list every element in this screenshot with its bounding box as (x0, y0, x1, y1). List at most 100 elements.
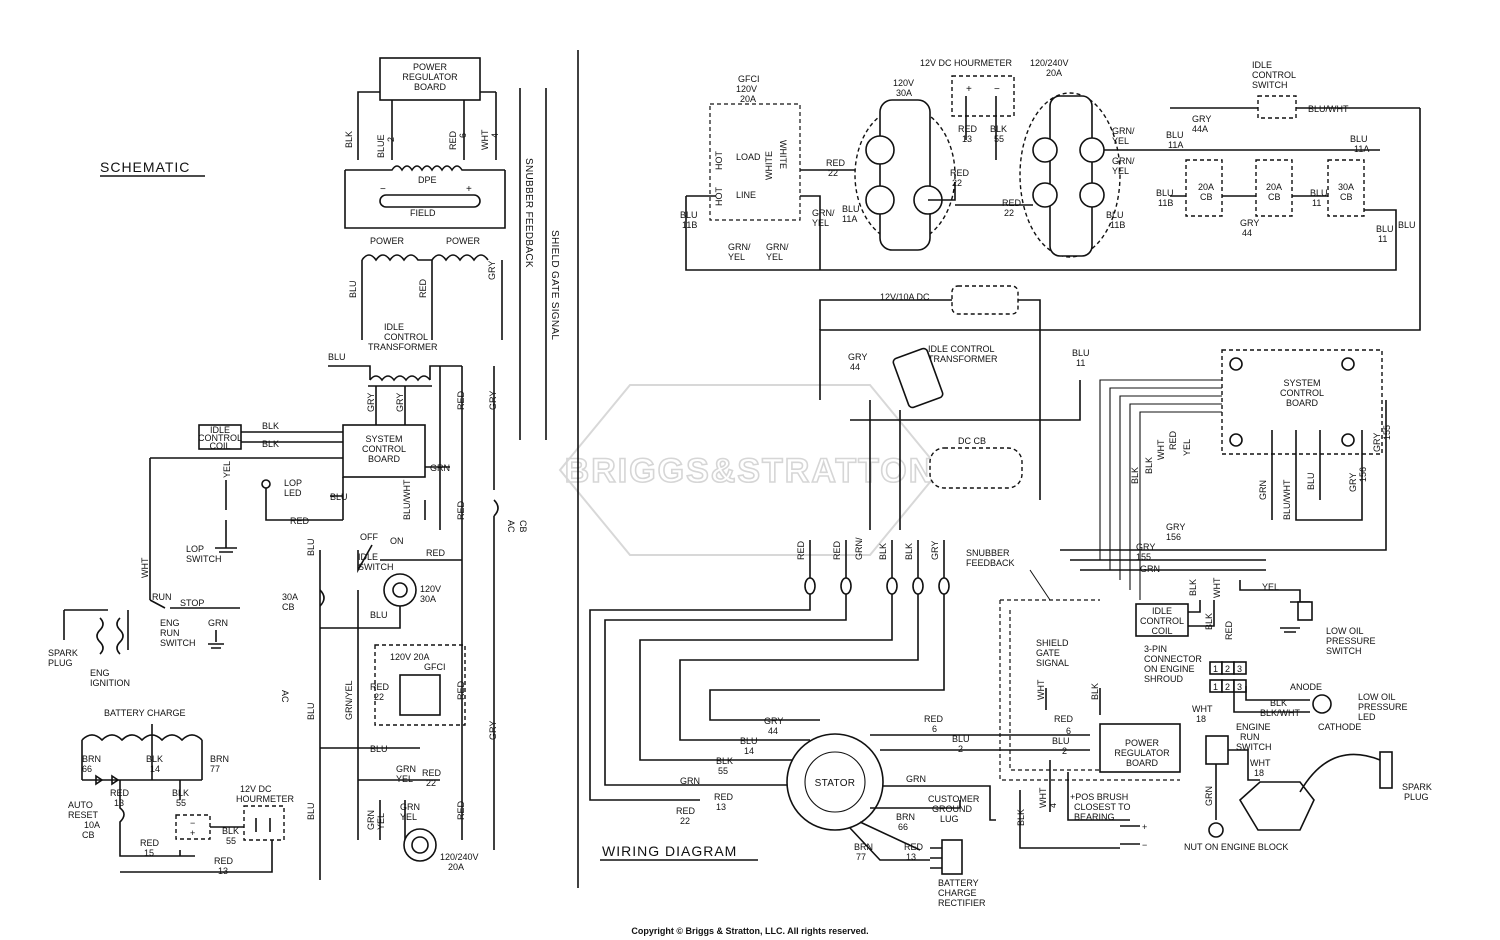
wd-11b-b: 11B (1110, 220, 1125, 230)
sch-lop-switch-label-2: SWITCH (186, 554, 222, 564)
wd-dc-cb-label: DC CB (958, 436, 986, 446)
sch-ers-label-1: ENG (160, 618, 180, 628)
wd-stator-6: 6 (932, 724, 937, 734)
wd-stator (786, 733, 884, 831)
wd-stator-14: 14 (744, 746, 754, 756)
wd-icc-red: RED (1224, 620, 1234, 640)
sch-icc-blk-1: BLK (262, 421, 279, 431)
wd-stator-2: 2 (958, 744, 963, 754)
wd-led-blkwht: BLK/WHT (1260, 708, 1301, 718)
wd-3pin-connector-top: 1 2 3 (1209, 661, 1247, 675)
wd-outlet-240-terminal-3 (1079, 137, 1105, 163)
wd-gfci-label: GFCI (738, 74, 760, 84)
wd-stator-grn: GRN (680, 776, 700, 786)
wd-hm-13: 13 (962, 134, 972, 144)
wd-hm-plus: + (966, 84, 972, 95)
sch-red22: RED (418, 278, 428, 298)
wd-prb-blu: BLU (1052, 736, 1070, 746)
sch-auto-reset-3: 10A (84, 820, 100, 830)
wd-ict-label-2: TRANSFORMER (928, 354, 998, 364)
sch-ac-cb-right-2: CB (518, 520, 528, 533)
wd-bundle-blk55: BLK (878, 543, 888, 560)
wd-grn-e: GRN/ (1112, 156, 1135, 166)
sch-scb-bluwht: BLU/WHT (402, 479, 412, 520)
sch-outlet-120v-30a-inner (392, 582, 408, 598)
sch-gry44a: GRY (488, 721, 498, 740)
wd-outlet-240-terminal-2 (1032, 182, 1058, 208)
sch-idle-switch-label-1: IDLE (358, 552, 378, 562)
wd-outlet-240-terminal-1 (1032, 137, 1058, 163)
wd-snubber-label-1: SNUBBER (966, 548, 1010, 558)
wd-hm-55: 55 (994, 134, 1004, 144)
wd-ics-wires (819, 107, 1421, 400)
wd-11-a: 11 (1312, 198, 1321, 208)
sch-scb-label-1: SYSTEM (365, 434, 402, 444)
wd-connector-3 (886, 577, 898, 595)
schematic-title: SCHEMATIC (100, 159, 190, 175)
wd-scb-screw-4 (1341, 433, 1355, 447)
wd-connector-1 (804, 577, 816, 595)
sch-ac-cb-left: AC (280, 690, 290, 703)
wd-stator-22: 22 (680, 816, 690, 826)
sch-ign-wire (149, 457, 343, 600)
wd-12v10a-wires (819, 299, 1041, 500)
wd-yel-e: YEL (1112, 166, 1129, 176)
wd-outlet-30-label-2: 30A (896, 88, 912, 98)
wd-shield-label-2: GATE (1036, 648, 1060, 658)
wd-rect-label-1: BATTERY (938, 878, 979, 888)
wd-shield-label-3: SIGNAL (1036, 658, 1069, 668)
wd-spark-label-2: PLUG (1404, 792, 1429, 802)
wd-3pin-connector-bottom: 1 2 3 (1209, 679, 1247, 693)
sch-gfci-outlet (399, 674, 441, 716)
sch-power-regulator-board (379, 57, 481, 101)
sch-wire-blue: BLUE (376, 134, 386, 158)
wd-bundle-upper (809, 540, 945, 590)
wd-ers-wht-2: WHT (1250, 758, 1271, 768)
sch-gfci-label-1: 120V 20A (390, 652, 430, 662)
wd-cgl-label-2: GROUND (932, 804, 972, 814)
wd-rect-label-2: CHARGE (938, 888, 977, 898)
sch-wire-6: 6 (458, 133, 468, 138)
sch-red22-c: RED (426, 548, 446, 558)
wd-outlet-240-terminal-4 (1079, 182, 1105, 208)
sch-ac-cb-wires (493, 499, 499, 850)
wd-gry-155-h: GRY (1136, 542, 1155, 552)
wd-scb-gry156: GRY (1348, 473, 1358, 492)
sch-55-b: 55 (226, 836, 236, 846)
wd-scb-screw-3 (1229, 433, 1243, 447)
sch-field-minus: − (380, 184, 386, 195)
wd-stator-44: 44 (768, 726, 778, 736)
sch-grn-3: GRN (400, 802, 420, 812)
sch-off-label: OFF (360, 532, 378, 542)
sch-66: 66 (82, 764, 92, 774)
watermark: BRIGGS&STRATTON (558, 384, 942, 556)
sch-power-left-label: POWER (370, 236, 405, 246)
wd-engine-run-switch (1205, 735, 1229, 765)
wd-pin-top-3-box (1233, 661, 1247, 675)
wd-red22-c: RED (1002, 198, 1022, 208)
wd-red22-jumper (928, 182, 956, 201)
wd-system-control-board (1221, 349, 1383, 455)
wd-snubber-label-2: FEEDBACK (966, 558, 1015, 568)
wd-gfci-120v: 120V (736, 84, 757, 94)
wd-pin-top-1: 1 (1213, 664, 1218, 674)
sch-icc-label-1: IDLE (210, 425, 230, 435)
wd-scb-156: 156 (1358, 467, 1368, 482)
sch-field-brush (379, 194, 481, 208)
wd-blu-11-a: BLU (1310, 188, 1328, 198)
watermark-text: BRIGGS&STRATTON (565, 452, 936, 490)
wd-brush-blk: BLK (1016, 809, 1026, 826)
wd-cb20a-1-label-2: CB (1200, 192, 1213, 202)
sch-lop-led-label-1: LOP (284, 478, 302, 488)
wd-pin-top-2: 2 (1225, 664, 1230, 674)
sch-power-windings (361, 254, 489, 262)
wd-outlet-30-terminal-2 (865, 185, 895, 215)
sch-hourmeter-wires (120, 818, 273, 873)
sch-gfci-22: 22 (374, 692, 384, 702)
sch-red-240: RED (422, 768, 442, 778)
sch-dpe-label: DPE (418, 175, 437, 185)
wd-prb-2: 2 (1062, 746, 1067, 756)
sch-scb-label-2: CONTROL (362, 444, 406, 454)
wd-grn-h: GRN (1140, 564, 1160, 574)
sch-blk55-b: BLK (222, 826, 239, 836)
